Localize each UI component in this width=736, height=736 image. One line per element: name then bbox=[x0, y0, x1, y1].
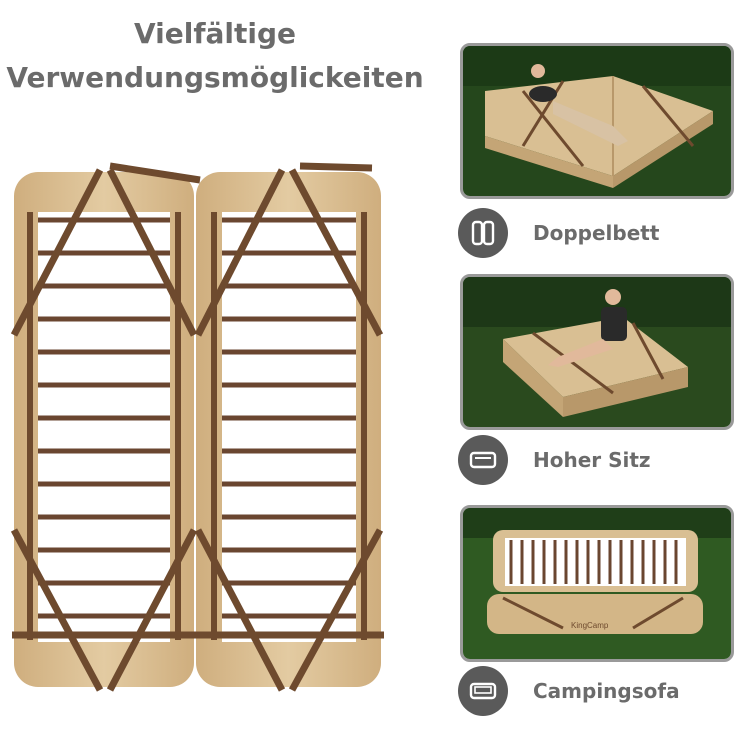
right-mattress bbox=[196, 172, 381, 687]
double-bed-icon bbox=[458, 208, 508, 258]
photo-high-seat bbox=[460, 274, 734, 430]
headline-line-1: Vielfältige bbox=[133, 17, 297, 50]
use-label-double-bed: Doppelbett bbox=[533, 221, 660, 245]
use-label-high-seat: Hoher Sitz bbox=[533, 448, 651, 472]
product-image-two-mattresses bbox=[10, 162, 384, 692]
straps bbox=[10, 162, 384, 692]
sofa-icon bbox=[458, 666, 508, 716]
photo-camping-sofa: KingCamp bbox=[460, 505, 734, 662]
headline-line-2: Verwendungsmöglickeiten bbox=[6, 61, 424, 94]
brand-mark: KingCamp bbox=[571, 621, 609, 630]
left-mattress bbox=[14, 172, 194, 687]
photo-double-bed bbox=[460, 43, 734, 199]
high-seat-icon bbox=[458, 435, 508, 485]
use-label-camping-sofa: Campingsofa bbox=[533, 679, 680, 703]
